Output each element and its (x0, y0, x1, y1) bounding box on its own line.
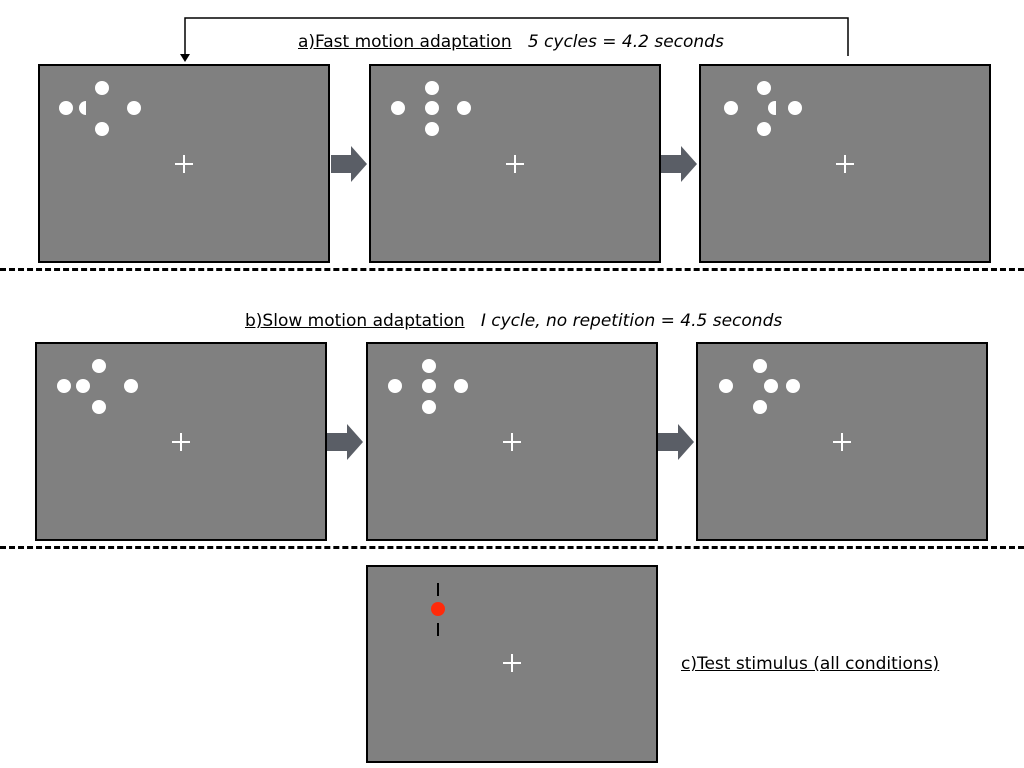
slow-frame-3 (696, 342, 988, 541)
dot-occluder (776, 100, 784, 116)
stimulus-dot (57, 379, 71, 393)
stimulus-dot (454, 379, 468, 393)
fixation-cross-icon (835, 154, 855, 174)
stimulus-dot (786, 379, 800, 393)
dot-occluder (86, 100, 94, 116)
stimulus-dot (753, 359, 767, 373)
stimulus-dot (425, 81, 439, 95)
next-frame-arrow-icon (327, 424, 363, 460)
stimulus-dot (59, 101, 73, 115)
test-frame (366, 565, 658, 763)
stimulus-dot (757, 81, 771, 95)
fixation-cross-icon (502, 653, 522, 673)
slow-frame-1 (35, 342, 327, 541)
stimulus-dot (724, 101, 738, 115)
fast-frame-2 (369, 64, 661, 263)
stimulus-dot (425, 101, 439, 115)
stimulus-dot (764, 379, 778, 393)
slow-adaptation-title: b)Slow motion adaptation (245, 311, 465, 331)
stimulus-dot (76, 379, 90, 393)
next-frame-arrow-icon (661, 146, 697, 182)
stimulus-dot (422, 359, 436, 373)
stimulus-dot (788, 101, 802, 115)
fixation-cross-icon (171, 432, 191, 452)
fixation-cross-icon (174, 154, 194, 174)
stimulus-dot (92, 400, 106, 414)
stimulus-dot (388, 379, 402, 393)
stimulus-dot (425, 122, 439, 136)
stimulus-dot (753, 400, 767, 414)
next-frame-arrow-icon (331, 146, 367, 182)
test-stimulus-title: c)Test stimulus (all conditions) (681, 654, 940, 674)
test-dot (431, 602, 445, 616)
fast-adaptation-label: a)Fast motion adaptation 5 cycles = 4.2 … (298, 32, 724, 52)
stimulus-dot (124, 379, 138, 393)
slow-adaptation-label: b)Slow motion adaptation I cycle, no rep… (245, 311, 782, 331)
alignment-tick-bottom (437, 623, 439, 636)
stimulus-dot (95, 122, 109, 136)
test-stimulus-label: c)Test stimulus (all conditions) (681, 654, 939, 674)
next-frame-arrow-icon (658, 424, 694, 460)
fast-adaptation-title: a)Fast motion adaptation (298, 32, 512, 52)
fast-frame-1 (38, 64, 330, 263)
stimulus-dot (127, 101, 141, 115)
section-divider (0, 546, 1024, 549)
stimulus-dot (457, 101, 471, 115)
fast-adaptation-detail: 5 cycles = 4.2 seconds (527, 32, 724, 52)
stimulus-dot (719, 379, 733, 393)
stimulus-dot (422, 379, 436, 393)
fixation-cross-icon (832, 432, 852, 452)
fixation-cross-icon (505, 154, 525, 174)
stimulus-dot (757, 122, 771, 136)
fast-frame-3 (699, 64, 991, 263)
stimulus-dot (92, 359, 106, 373)
slow-adaptation-detail: I cycle, no repetition = 4.5 seconds (480, 311, 783, 331)
stimulus-dot (422, 400, 436, 414)
stimulus-dot (95, 81, 109, 95)
slow-frame-2 (366, 342, 658, 541)
fixation-cross-icon (502, 432, 522, 452)
alignment-tick-top (437, 583, 439, 596)
section-divider (0, 268, 1024, 271)
stimulus-dot (391, 101, 405, 115)
